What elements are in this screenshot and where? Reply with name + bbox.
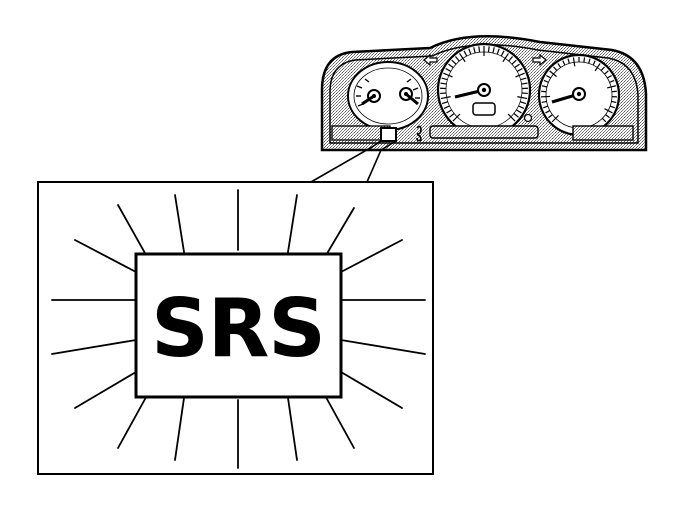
gauge-tick: [451, 59, 457, 65]
gauge-tick: [583, 57, 586, 63]
gauge-tick: [463, 50, 468, 57]
right-display-window: [572, 125, 634, 141]
gauge-tick: [606, 85, 617, 89]
gauge-tick: [592, 60, 596, 66]
gauge-tick: [604, 108, 613, 114]
gauge-tick: [609, 79, 615, 83]
gauge-tick: [473, 47, 476, 54]
glow-ray: [174, 194, 185, 253]
glow-ray: [321, 389, 355, 449]
gauge-tick: [549, 70, 557, 78]
left-turn-indicator-icon: [423, 53, 438, 67]
gauge-tick: [594, 63, 601, 72]
gauge-tick: [545, 110, 551, 114]
gauge-tick: [541, 100, 547, 104]
gauge-tick: [508, 56, 514, 62]
gauge-tick: [446, 109, 452, 114]
gauge-tick: [513, 113, 519, 118]
right-turn-indicator-icon: [532, 53, 547, 67]
gauge-tick: [459, 53, 466, 63]
gauge-tick: [521, 82, 528, 85]
gauge-tick: [600, 66, 605, 71]
tachometer: [537, 53, 621, 137]
gauge-tick: [567, 58, 570, 64]
gauge-tick: [511, 59, 517, 65]
glow-ray: [51, 339, 137, 355]
glow-ray: [74, 239, 137, 273]
gauge-tick: [468, 48, 472, 55]
gauge-tick: [507, 113, 516, 122]
gauge-tick: [500, 50, 505, 57]
srs-lamp-panel: [134, 252, 343, 399]
gauge-tick: [543, 105, 549, 109]
gauge-tick: [546, 74, 552, 79]
gauge-tick: [609, 105, 615, 109]
gauge-tick: [448, 63, 454, 69]
gauge-tick: [572, 57, 576, 67]
gauge-tick: [604, 70, 609, 75]
warning-glow-rays: [51, 189, 426, 469]
gauge-tick: [557, 63, 562, 68]
gauge-tick: [445, 67, 452, 72]
gauge-tick: [518, 105, 525, 109]
gauge-tick: [606, 74, 612, 79]
gauge-tick: [541, 85, 548, 88]
srs-lamp-window: [380, 127, 397, 142]
gauge-tick: [548, 114, 553, 119]
gauge-tick: [441, 101, 449, 105]
gauge-tick: [514, 63, 520, 69]
gauge-tick: [519, 101, 527, 105]
gauge-tick: [520, 77, 527, 81]
srs-warning-label: SRS: [151, 282, 325, 375]
gauge-tick: [562, 60, 566, 66]
gauge-tick: [605, 114, 610, 119]
gauge-tick: [515, 72, 525, 78]
gauge-tick: [449, 113, 455, 118]
fuel-temp-gauge: [347, 61, 429, 131]
glow-ray: [340, 371, 403, 409]
gauge-tick: [452, 113, 461, 122]
glow-ray: [117, 389, 151, 449]
gauge-tick: [516, 109, 522, 114]
gauge-tick: [543, 79, 549, 83]
gauge-tick: [443, 72, 453, 78]
gauge-tick: [440, 82, 447, 85]
gauge-tick: [443, 105, 450, 109]
glow-ray: [174, 397, 185, 461]
gauge-tick: [496, 48, 500, 55]
gauge-tick: [588, 58, 591, 64]
small-warning-icon: [416, 125, 422, 142]
glow-ray: [287, 194, 298, 253]
center-display-window: [429, 125, 539, 139]
gauge-tick: [601, 117, 607, 123]
gauge-tick: [487, 46, 490, 53]
gauge-tick: [441, 77, 448, 81]
glow-ray: [340, 339, 426, 355]
callout-leader: [310, 140, 397, 183]
gauge-tick: [517, 96, 528, 100]
glow-ray: [74, 371, 137, 409]
speedometer: [436, 42, 532, 138]
gauge-tick: [553, 66, 558, 71]
gauge-tick: [502, 53, 509, 63]
gauge-tick: [440, 96, 451, 100]
glow-ray: [340, 239, 403, 273]
gauge-tick: [454, 56, 460, 62]
gear-icon: [523, 113, 533, 123]
gauge-tick: [492, 47, 495, 54]
glow-ray: [287, 397, 298, 461]
gauge-tick: [611, 100, 617, 104]
odometer-window: [472, 102, 496, 116]
gauge-tick: [516, 67, 523, 72]
gauge-tick: [551, 115, 559, 123]
instrument-cluster: [320, 35, 648, 152]
gauge-tick: [478, 46, 481, 53]
